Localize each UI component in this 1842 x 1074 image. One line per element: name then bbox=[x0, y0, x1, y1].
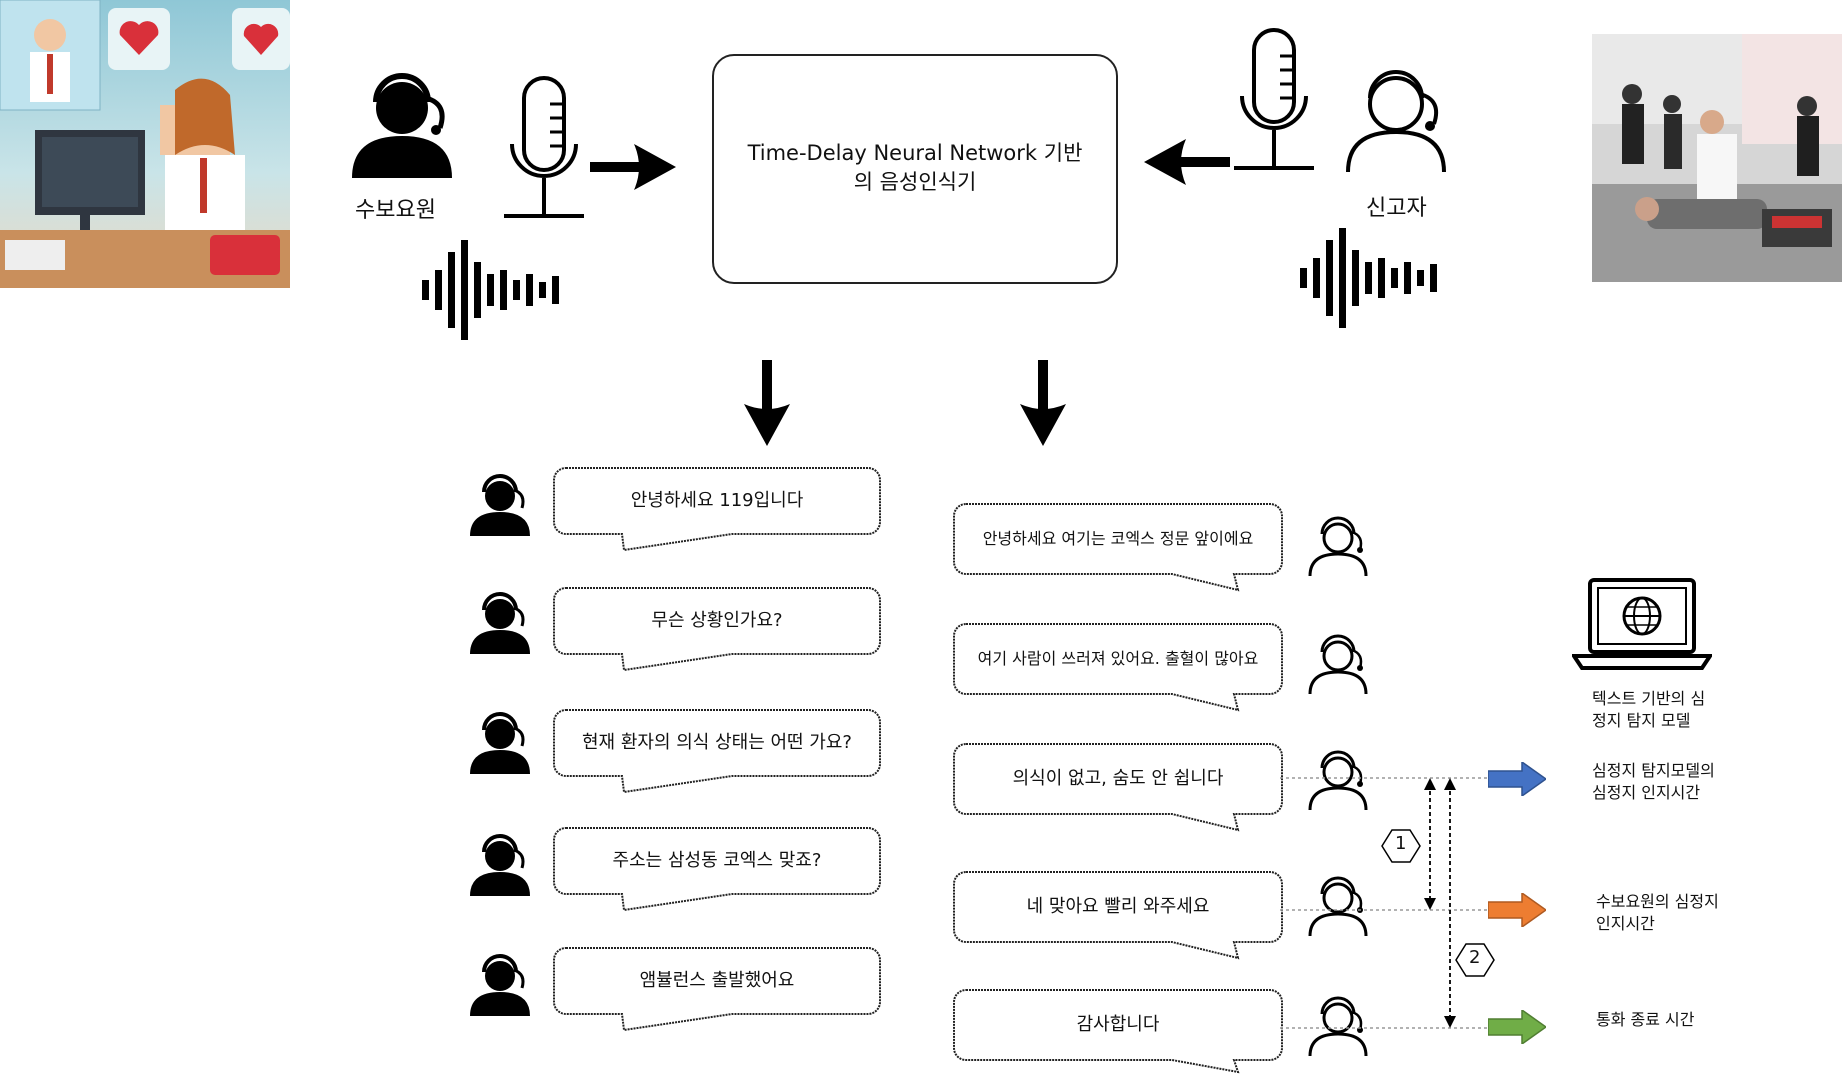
reporter-avatar-icon bbox=[1306, 984, 1370, 1058]
event-label-model-detection: 심정지 탐지모델의 심정지 인지시간 bbox=[1592, 761, 1715, 802]
event-arrow-green-icon bbox=[1488, 1010, 1546, 1044]
reporter-avatar-icon bbox=[1306, 864, 1370, 938]
dispatcher-avatar-icon bbox=[468, 580, 532, 654]
dispatcher-message: 주소는 삼성동 코엑스 맞죠? bbox=[612, 850, 822, 872]
reporter-bubble bbox=[952, 502, 1284, 592]
dispatcher-label: 수보요원 bbox=[355, 198, 436, 223]
reporter-soundwave-icon bbox=[1296, 228, 1446, 328]
reporter-message: 의식이 없고, 숨도 안 쉽니다 bbox=[1012, 768, 1224, 790]
reporter-message: 여기 사람이 쓰러져 있어요. 출혈이 많아요 bbox=[977, 648, 1259, 668]
dispatcher-bubble bbox=[552, 708, 882, 796]
dispatcher-message: 앰뷸런스 출발했어요 bbox=[639, 970, 795, 992]
timeline-diagram bbox=[1280, 760, 1560, 1050]
reporter-bubble bbox=[952, 988, 1284, 1074]
dispatcher-conversation: 안녕하세요 119입니다 무슨 상황인가요? 현재 환자의 의식 상태는 어떤 … bbox=[460, 458, 890, 1058]
dispatcher-message: 무슨 상황인가요? bbox=[651, 610, 783, 632]
model-label: 텍스트 기반의 심 정지 탐지 모델 bbox=[1592, 689, 1706, 730]
dispatcher-message: 안녕하세요 119입니다 bbox=[630, 490, 804, 512]
interval-marker-1: 1 bbox=[1395, 833, 1407, 854]
reporter-microphone-icon bbox=[1228, 26, 1320, 176]
event-arrow-orange-icon bbox=[1488, 893, 1546, 927]
laptop-globe-icon bbox=[1572, 578, 1712, 670]
reporter-conversation: 안녕하세요 여기는 코엑스 정문 앞이에요 여기 사람이 쓰러져 있어요. 출혈… bbox=[952, 494, 1382, 1074]
dispatcher-avatar-icon bbox=[468, 822, 532, 896]
rescue-scene-photo bbox=[1592, 34, 1842, 282]
dispatcher-microphone-icon bbox=[498, 74, 590, 224]
reporter-headset-icon bbox=[1342, 46, 1454, 176]
dispatcher-avatar-icon bbox=[468, 700, 532, 774]
arrow-down-icon bbox=[1018, 360, 1068, 446]
dispatcher-bubble bbox=[552, 466, 882, 554]
reporter-bubble bbox=[952, 742, 1284, 832]
speech-recognizer-title: Time-Delay Neural Network 기반 의 음성인식기 bbox=[712, 54, 1118, 282]
reporter-label: 신고자 bbox=[1366, 196, 1427, 221]
event-label-dispatcher-detection: 수보요원의 심정지 인지시간 bbox=[1596, 892, 1719, 933]
event-arrow-blue-icon bbox=[1488, 762, 1546, 796]
recognizer-title-line2: 의 음성인식기 bbox=[853, 170, 977, 194]
reporter-message: 네 맞아요 빨리 와주세요 bbox=[1026, 896, 1210, 918]
reporter-avatar-icon bbox=[1306, 738, 1370, 812]
reporter-avatar-icon bbox=[1306, 622, 1370, 696]
reporter-avatar-icon bbox=[1306, 504, 1370, 578]
dispatcher-illustration bbox=[0, 0, 290, 288]
dispatcher-avatar-icon bbox=[468, 462, 532, 536]
dispatcher-headset-icon bbox=[348, 50, 460, 180]
arrow-left-icon bbox=[1144, 137, 1230, 187]
event-label-call-end: 통화 종료 시간 bbox=[1596, 1010, 1695, 1029]
interval-marker-2: 2 bbox=[1469, 947, 1481, 968]
arrow-down-icon bbox=[742, 360, 792, 446]
dispatcher-bubble bbox=[552, 586, 882, 674]
dispatcher-message: 현재 환자의 의식 상태는 어떤 가요? bbox=[581, 732, 852, 754]
dispatcher-bubble bbox=[552, 826, 882, 914]
speech-recognizer-box bbox=[712, 54, 1118, 284]
dispatcher-avatar-icon bbox=[468, 942, 532, 1016]
dispatcher-soundwave-icon bbox=[418, 240, 568, 340]
reporter-bubble bbox=[952, 622, 1284, 712]
arrow-right-icon bbox=[590, 142, 676, 192]
reporter-message: 안녕하세요 여기는 코엑스 정문 앞이에요 bbox=[982, 528, 1254, 548]
recognizer-title-line1: Time-Delay Neural Network 기반 bbox=[747, 140, 1083, 165]
reporter-bubble bbox=[952, 870, 1284, 960]
reporter-message: 감사합니다 bbox=[1076, 1014, 1160, 1036]
dispatcher-bubble bbox=[552, 946, 882, 1034]
